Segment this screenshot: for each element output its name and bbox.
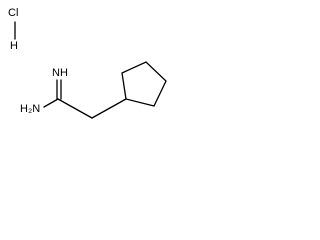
amine-label: H₂N [20,103,40,115]
hydrogen-label: H [10,40,18,52]
amidine-group: NH H₂N [20,67,68,115]
imine-label: NH [52,67,68,79]
cyclopentane-ring [121,61,167,107]
c-nh2-bond [43,98,59,108]
ch2-ring-bond [91,98,127,119]
c-ch2-bond [57,98,93,119]
hcl-salt: Cl H [8,7,18,52]
chemical-structure: Cl H NH H₂N [8,7,167,119]
chlorine-label: Cl [8,7,18,19]
